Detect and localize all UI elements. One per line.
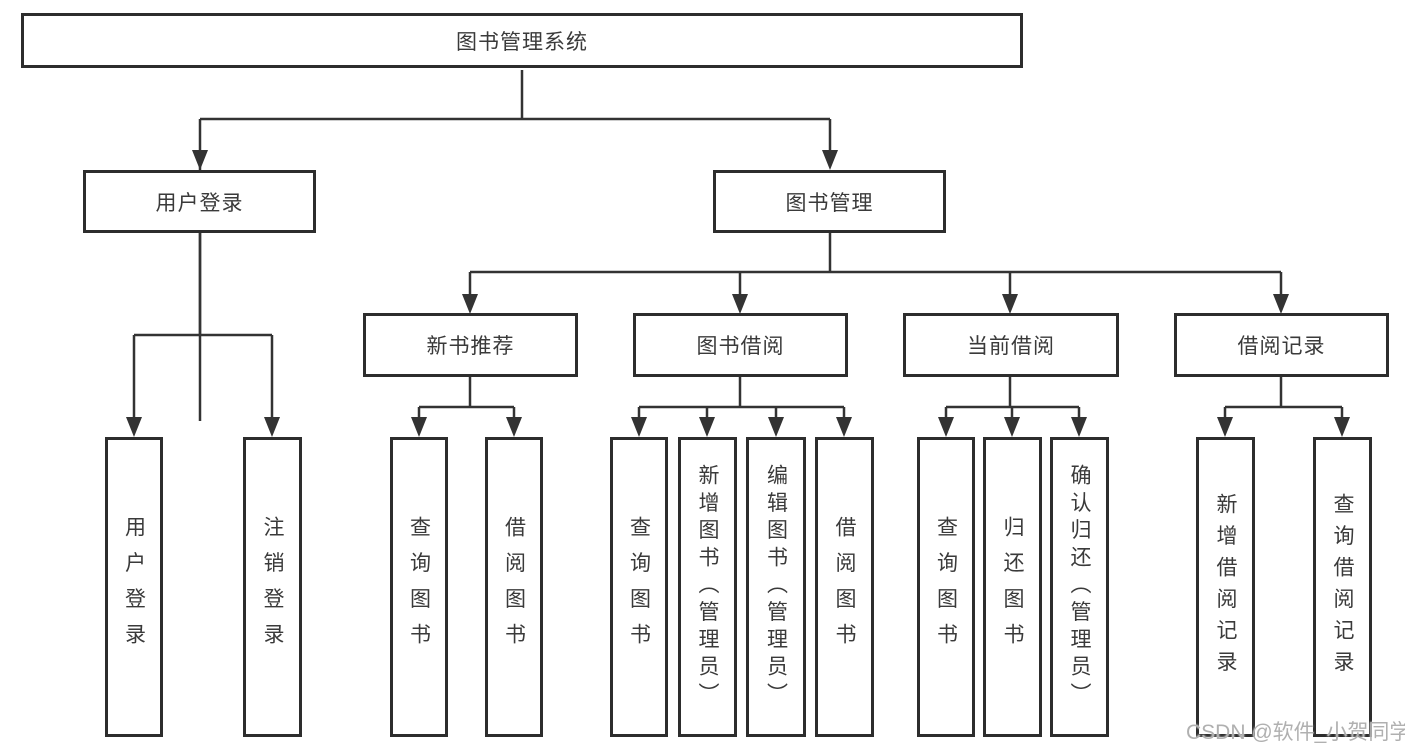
leaf-query-books-recommend: 查询图书	[390, 437, 448, 737]
leaf-label: 查询图书	[934, 515, 958, 659]
node-library-management-system: 图书管理系统	[21, 13, 1023, 68]
arrowheads	[126, 150, 1350, 437]
leaf-label: 借阅图书	[502, 515, 526, 659]
leaf-add-borrow-record: 新增借阅记录	[1196, 437, 1255, 737]
csdn-watermark: CSDN @软件_小贺同学	[1186, 721, 1405, 744]
node-user-login: 用户登录	[83, 170, 316, 233]
leaf-label: 查询图书	[627, 515, 651, 659]
leaf-label: 借阅图书	[833, 515, 856, 659]
leaf-query-books-current: 查询图书	[917, 437, 975, 737]
node-borrowing-records: 借阅记录	[1174, 313, 1389, 377]
node-new-book-recommendation: 新书推荐	[363, 313, 578, 377]
leaf-label: 新增图书（管理员）	[696, 464, 719, 710]
node-book-management: 图书管理	[713, 170, 946, 233]
leaf-label: 查询借阅记录	[1331, 492, 1354, 682]
leaf-label: 编辑图书（管理员）	[764, 464, 788, 710]
leaf-user-login: 用户登录	[105, 437, 163, 737]
leaf-label: 确认归还（管理员）	[1068, 464, 1091, 710]
leaf-return-books: 归还图书	[983, 437, 1042, 737]
leaf-add-books-admin: 新增图书（管理员）	[678, 437, 737, 737]
leaf-borrow-books-recommend: 借阅图书	[485, 437, 543, 737]
leaf-edit-books-admin: 编辑图书（管理员）	[746, 437, 806, 737]
leaf-label: 注销登录	[261, 515, 284, 659]
leaf-query-borrow-record: 查询借阅记录	[1313, 437, 1372, 737]
leaf-borrow-books: 借阅图书	[815, 437, 874, 737]
leaf-label: 查询图书	[407, 515, 431, 659]
leaf-label: 新增借阅记录	[1214, 492, 1237, 682]
leaf-label: 归还图书	[1001, 515, 1024, 659]
leaf-query-books-borrowing: 查询图书	[610, 437, 668, 737]
leaf-confirm-return-admin: 确认归还（管理员）	[1050, 437, 1109, 737]
leaf-logout: 注销登录	[243, 437, 302, 737]
node-current-borrowing: 当前借阅	[903, 313, 1119, 377]
leaf-label: 用户登录	[122, 515, 146, 659]
node-book-borrowing: 图书借阅	[633, 313, 848, 377]
